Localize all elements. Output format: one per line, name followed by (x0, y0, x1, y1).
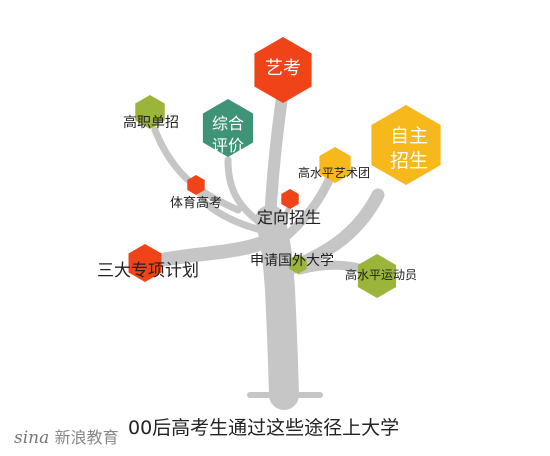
node-gaozhi-hexagon (135, 95, 165, 129)
node-dingxiang-hexagon (281, 189, 299, 209)
diagram-caption: 00后高考生通过这些途径上大学 (128, 417, 400, 439)
node-guowai-label: 申请国外大学 (250, 253, 334, 269)
node-guowai-hexagon (289, 254, 307, 274)
node-yishutuan-label: 高水平艺术团 (298, 166, 371, 180)
hexagon-nodes (128, 37, 441, 298)
node-yundongyuan-hexagon (357, 254, 397, 298)
node-tiyu-label: 体育高考 (170, 196, 223, 211)
node-dingxiang-label: 定向招生 (257, 208, 322, 227)
node-sanda-hexagon (128, 244, 162, 282)
tree-trunk (145, 92, 385, 410)
node-zonghe-label: 综合评价 (211, 114, 244, 155)
node-zizhu-hexagon (371, 105, 441, 185)
node-tiyu-hexagon (187, 175, 205, 195)
sina-logo-site: 新浪教育 (54, 428, 119, 447)
node-gaozhi-label: 高职单招 (123, 115, 179, 131)
node-yishutuan-hexagon (319, 147, 351, 183)
node-yikao-label: 艺考 (265, 58, 301, 79)
sina-logo: sina 新浪教育 (14, 424, 119, 448)
node-yundongyuan-label: 高水平运动员 (345, 268, 418, 282)
node-sanda-label: 三大专项计划 (97, 261, 199, 281)
node-zonghe-hexagon (202, 99, 254, 157)
node-zizhu-label: 自主招生 (389, 125, 428, 172)
sina-logo-brand: sina (14, 428, 50, 448)
node-yikao-hexagon (254, 37, 312, 103)
